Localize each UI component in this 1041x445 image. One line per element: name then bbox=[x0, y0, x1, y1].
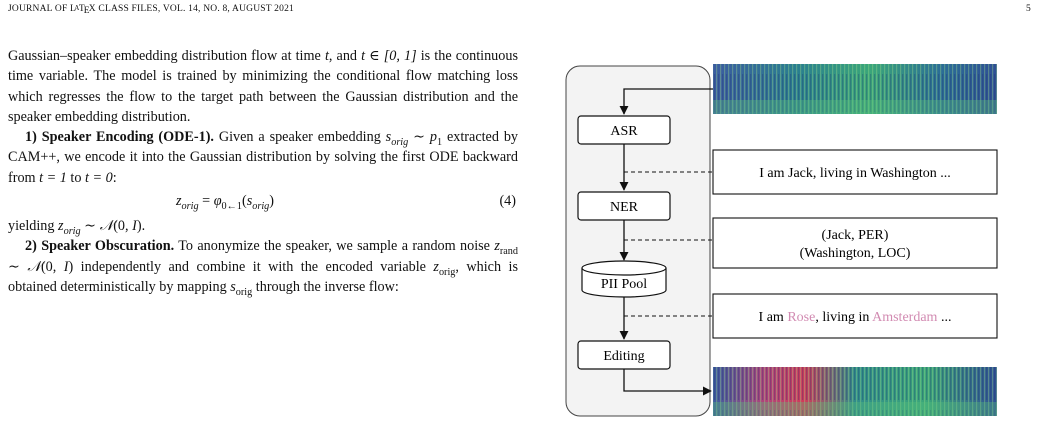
paragraph-speaker-obscuration: 2) Speaker Obscuration. To anonymize the… bbox=[8, 238, 519, 298]
page-number: 5 bbox=[1026, 4, 1031, 14]
output-arrow bbox=[623, 369, 712, 396]
asr-output-text: I am Jack, living in Washington ... bbox=[759, 166, 950, 181]
journal-name: JOURNAL OF LATEX CLASS FILES, VOL. 14, N… bbox=[8, 4, 294, 16]
ner-label: NER bbox=[610, 200, 639, 215]
pipeline-panel bbox=[565, 65, 711, 417]
pipeline-diagram: ASR NER PII Pool Editing bbox=[565, 64, 998, 417]
output-spectrogram bbox=[713, 367, 997, 416]
replaced-city: Amsterdam bbox=[872, 310, 937, 325]
editing-box: Editing bbox=[577, 340, 671, 370]
pipeline-figure: ASR NER PII Pool Editing bbox=[560, 64, 1030, 424]
asr-output-box: I am Jack, living in Washington ... bbox=[712, 149, 998, 195]
ner-output-line2: (Washington, LOC) bbox=[800, 246, 911, 261]
paragraph-speaker-encoding: 1) Speaker Encoding (ODE-1). Given a spe… bbox=[8, 129, 519, 186]
paragraph-yielding: yielding zorig ∼ 𝒩(0, I). bbox=[8, 218, 146, 237]
paragraph-flow: Gaussian–speaker embedding distribution … bbox=[8, 48, 518, 125]
replaced-name: Rose bbox=[787, 310, 815, 325]
running-header: JOURNAL OF LATEX CLASS FILES, VOL. 14, N… bbox=[8, 4, 1033, 18]
input-spectrogram bbox=[713, 64, 997, 114]
equation-number: (4) bbox=[499, 193, 516, 210]
pii-pool-label: PII Pool bbox=[601, 277, 647, 292]
editing-label: Editing bbox=[603, 349, 644, 364]
section-title-encoding: 1) Speaker Encoding (ODE-1). bbox=[25, 129, 214, 146]
ner-output-line1: (Jack, PER) bbox=[822, 228, 889, 243]
text-column: Gaussian–speaker embedding distribution … bbox=[8, 46, 518, 297]
equation-4: zorig = φ0←1(sorig) (4) bbox=[8, 190, 518, 212]
input-arrow bbox=[619, 88, 713, 115]
pii-pool-cylinder: PII Pool bbox=[581, 260, 667, 298]
edited-output-box: I am Rose, living in Amsterdam ... bbox=[712, 293, 998, 339]
section-title-obscuration: 2) Speaker Obscuration. bbox=[25, 238, 175, 255]
ner-box: NER bbox=[577, 191, 671, 221]
equation-formula: zorig = φ0←1(sorig) bbox=[176, 193, 275, 212]
asr-box: ASR bbox=[577, 115, 671, 145]
edited-output-text: I am Rose, living in Amsterdam ... bbox=[759, 310, 952, 325]
asr-label: ASR bbox=[610, 124, 638, 139]
ner-output-box: (Jack, PER) (Washington, LOC) bbox=[712, 217, 998, 269]
